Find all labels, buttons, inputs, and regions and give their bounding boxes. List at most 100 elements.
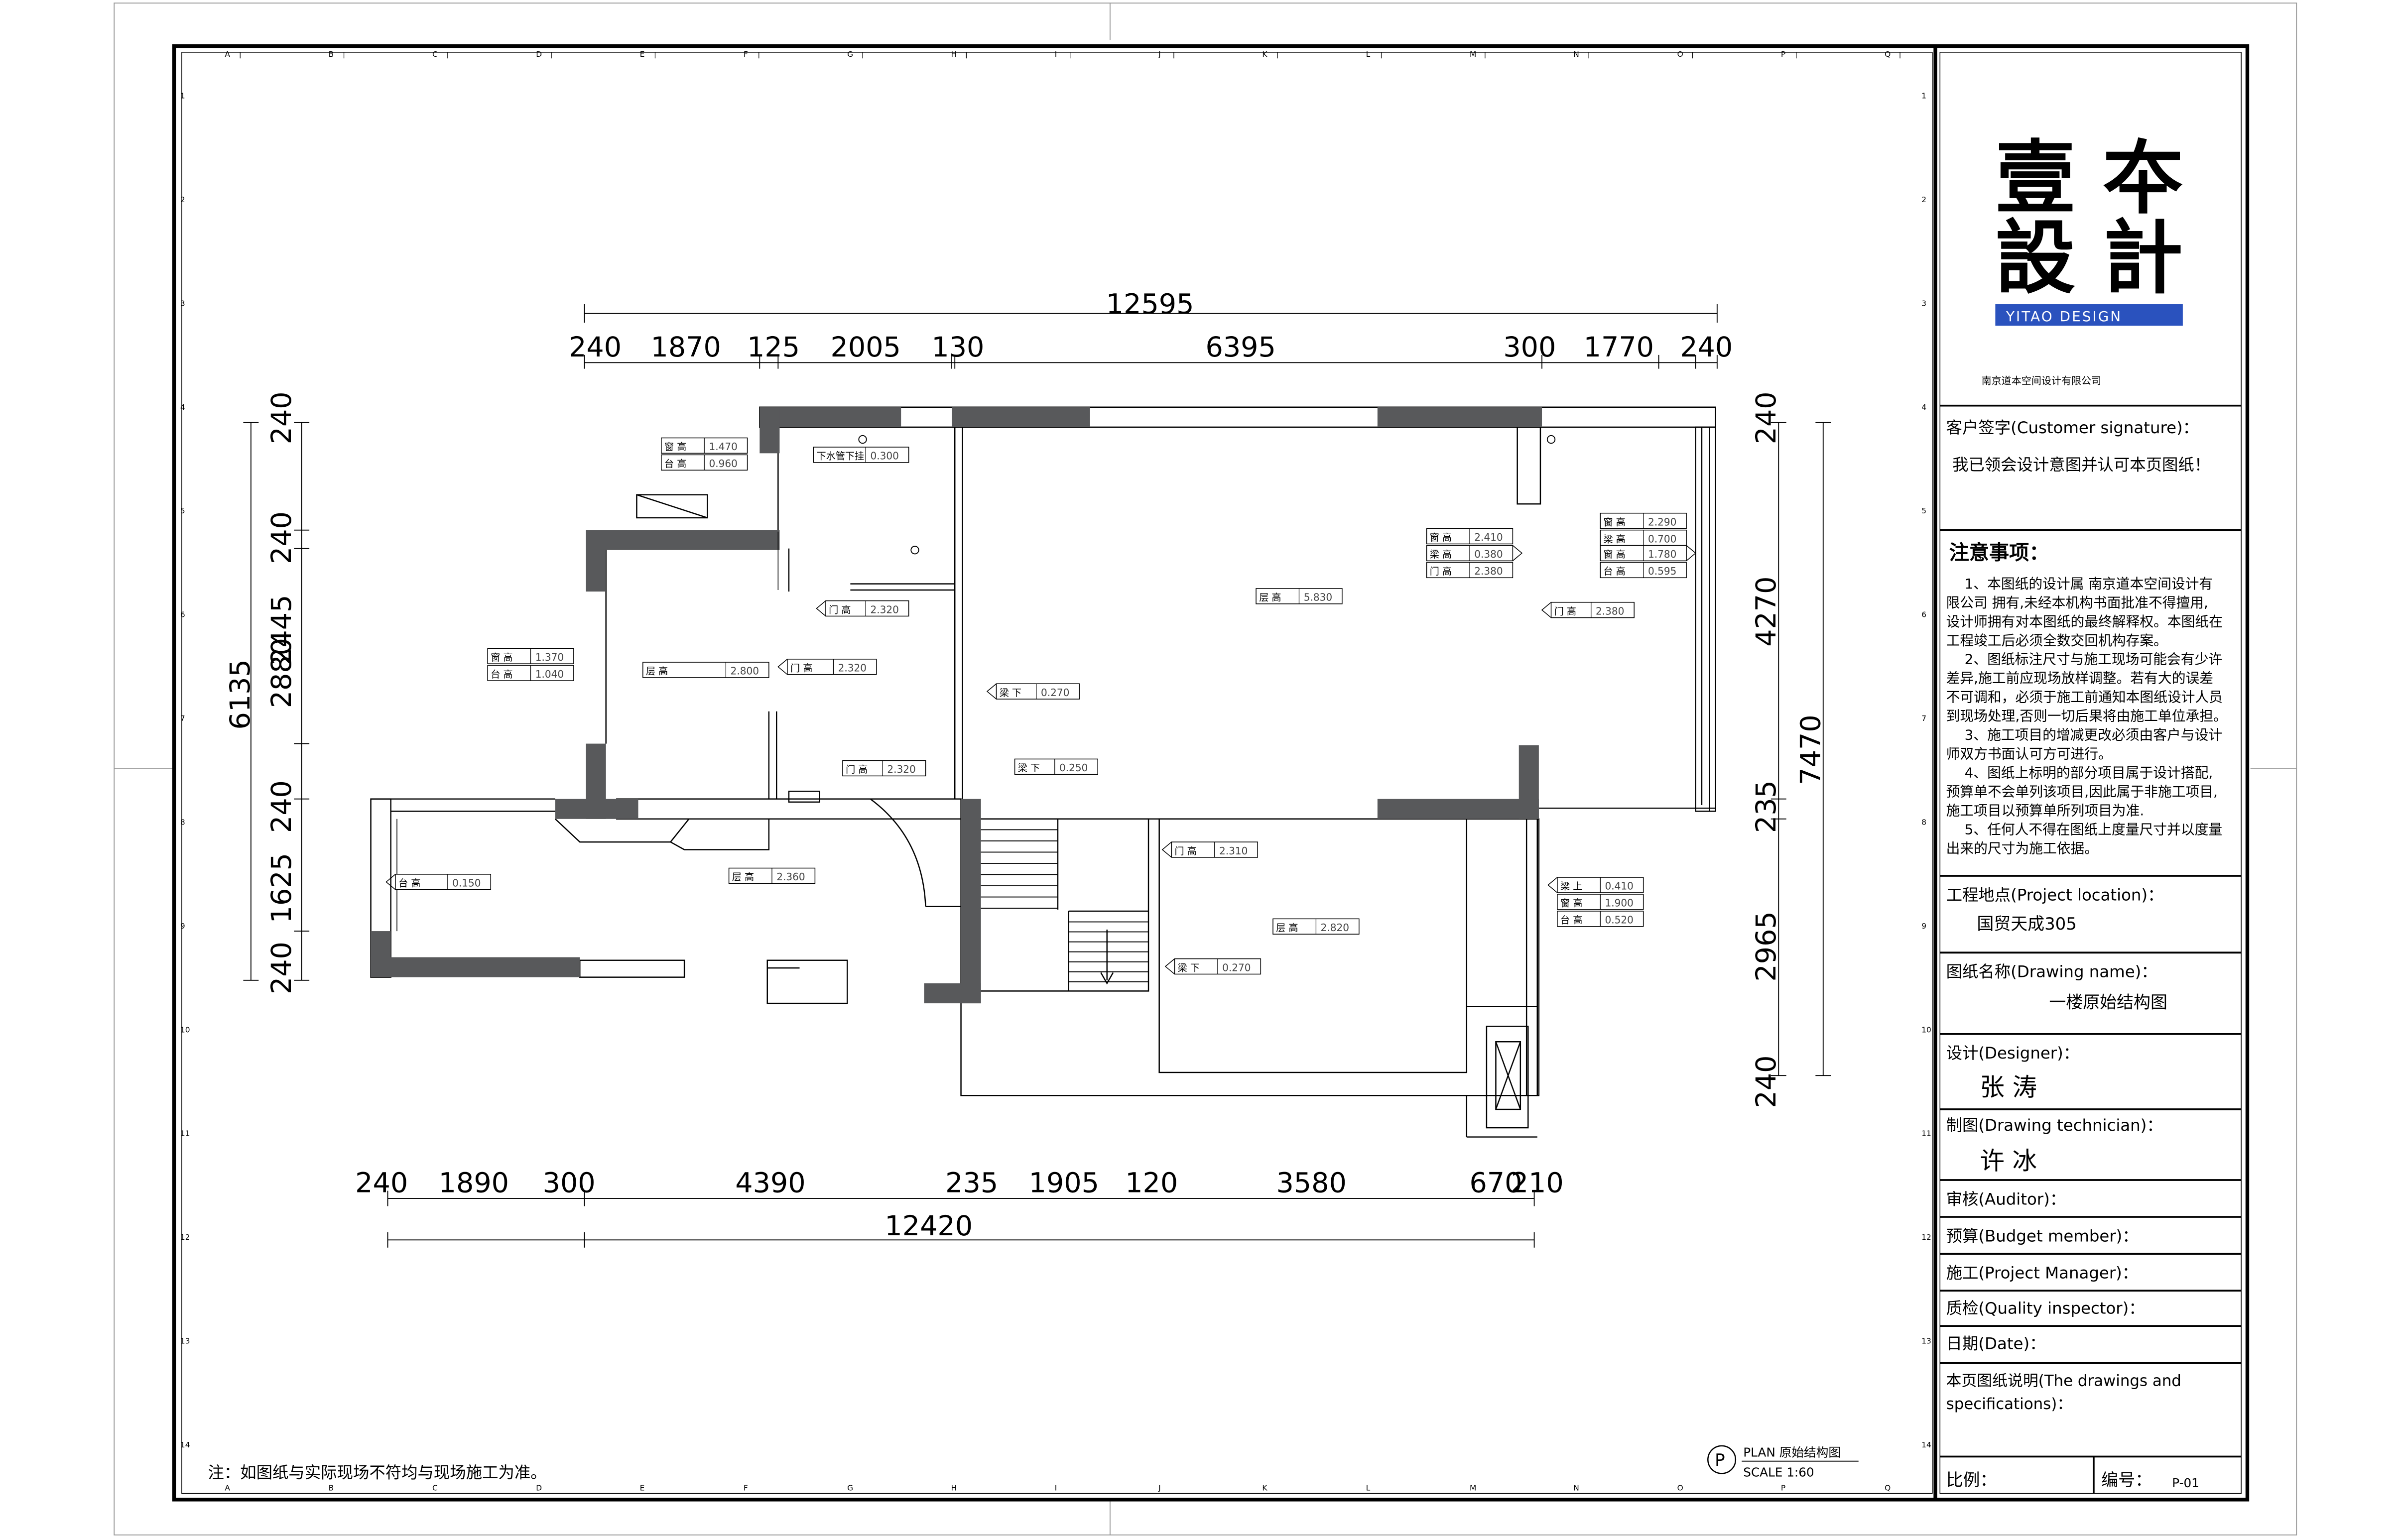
dimension-lines <box>243 304 1831 1248</box>
dimension-top-total: 12595 <box>1106 288 1194 321</box>
dimension-text: 240 <box>265 511 298 564</box>
customer-signature-text: 我已领会设计意图并认可本页图纸！ <box>1952 455 2210 474</box>
tag-arrow <box>816 600 826 617</box>
notes-line: 2、图纸标注尺寸与施工现场可能会有少许 <box>1965 651 2222 668</box>
tag-label: 门 高 <box>846 764 868 775</box>
spec-label-2: specifications)： <box>1946 1395 2072 1413</box>
dimension-text: 2880 <box>265 638 298 708</box>
notes-line: 工程竣工后必须全数交回机构存案。 <box>1946 632 2167 649</box>
light-fixture-icon <box>858 435 867 444</box>
designer-value: 张 涛 <box>1980 1072 2037 1101</box>
grid-row-label: 11 <box>180 1129 190 1138</box>
grid-col-label: C <box>432 50 438 59</box>
title-block: 壹 夲 設 計 YITAO DESIGN 南京道本空间设计有限公司 客户签字(C… <box>1940 132 2242 1494</box>
grid-row-label: 1 <box>1921 91 1926 100</box>
tag-box <box>787 659 877 675</box>
grid-row-label: 7 <box>180 714 185 723</box>
dimension-text: 240 <box>355 1167 408 1199</box>
drawing-name-label: 图纸名称(Drawing name)： <box>1946 962 2157 981</box>
grid-col-label: H <box>951 1483 957 1492</box>
notes-line: 限公司 拥有,未经本机构书面批准不得擅用, <box>1946 594 2208 611</box>
grid-col-label: B <box>329 50 334 59</box>
grid-col-label: B <box>329 1483 334 1492</box>
location-label: 工程地点(Project location)： <box>1946 885 2164 904</box>
plan-badge-circle <box>1707 1445 1737 1474</box>
dimension-text: 125 <box>747 331 800 363</box>
tag-label: 层 高 <box>646 666 668 677</box>
drawing-frame <box>172 44 2250 1502</box>
grid-col-label: A <box>225 1483 230 1492</box>
grid-row-label: 12 <box>1921 1233 1931 1242</box>
solid-wall <box>952 407 1090 427</box>
grid-col-label: O <box>1677 1483 1683 1492</box>
logo-line1: 壹 夲 <box>1995 132 2183 225</box>
grid-col-label: D <box>536 1483 542 1492</box>
dimension-text: 240 <box>1680 331 1733 363</box>
tag-label: 窗 高 <box>664 441 686 453</box>
grid-col-label: C <box>432 1483 438 1492</box>
tag-value: 0.300 <box>870 450 898 462</box>
tag-value: 1.040 <box>535 668 564 680</box>
tag-box <box>642 662 769 678</box>
tag-box <box>842 760 926 777</box>
tag-box <box>1550 601 1635 618</box>
customer-signature-label: 客户签字(Customer signature)： <box>1946 418 2199 437</box>
light-fixture-icon <box>1546 435 1556 444</box>
grid-row-label: 6 <box>180 610 185 619</box>
tag-arrow <box>1161 841 1172 858</box>
dimension-text: 240 <box>1750 391 1782 444</box>
designer-label: 设计(Designer)： <box>1946 1044 2080 1063</box>
tag-arrow <box>1512 545 1523 561</box>
logo-line2: 設 計 <box>1995 212 2183 305</box>
solid-wall <box>555 799 638 819</box>
tag-arrow <box>777 659 788 675</box>
grid-col-label: G <box>847 1483 853 1492</box>
wall-outline <box>1695 426 1716 812</box>
light-fixtures <box>858 435 1556 555</box>
tag-value: 0.150 <box>452 877 481 889</box>
tag-value: 0.960 <box>709 458 737 470</box>
grid-col-label: P <box>1781 50 1785 59</box>
drawing-name-value: 一楼原始结构图 <box>2049 992 2167 1012</box>
grid-col-label: H <box>951 50 957 59</box>
tag-label: 台 高 <box>1603 566 1625 577</box>
tag-label: 台 高 <box>664 458 686 470</box>
dimension-text: 6135 <box>224 659 256 729</box>
dimension-text: 2005 <box>831 331 901 363</box>
bay-window-ledge <box>555 818 770 850</box>
tag-label: 梁 高 <box>1430 549 1452 560</box>
tag-value: 2.820 <box>1321 922 1349 934</box>
tag-value: 0.270 <box>1222 961 1251 973</box>
dimension-left-total: 6135 <box>224 659 256 729</box>
grid-row-label: 4 <box>180 403 185 412</box>
tag-label: 门 高 <box>1174 845 1196 857</box>
tag-value: 2.290 <box>1648 516 1676 528</box>
elevation-tag: 台 高 0.150 <box>385 874 492 890</box>
solid-wall <box>1518 745 1539 819</box>
dimension-text: 120 <box>1125 1167 1178 1199</box>
dimension-text: 235 <box>1750 780 1782 833</box>
notes-line: 1、本图纸的设计属 南京道本空间设计有 <box>1965 576 2213 592</box>
grid-row-label: 12 <box>180 1233 190 1242</box>
grid-row-label: 3 <box>180 299 185 308</box>
tag-value: 0.270 <box>1041 687 1069 699</box>
spec-label-1: 本页图纸说明(The drawings and <box>1946 1372 2181 1390</box>
dimension-text: 240 <box>265 942 298 994</box>
budget-label: 预算(Budget member)： <box>1946 1226 2139 1245</box>
tag-label: 台 高 <box>398 878 420 889</box>
wall-outline <box>579 959 685 978</box>
grid-row-label: 5 <box>1921 506 1926 515</box>
solid-wall <box>1377 407 1542 427</box>
grid-col-label: J <box>1158 50 1161 59</box>
grid-col-label: F <box>744 1483 748 1492</box>
grid-col-label: Q <box>1885 50 1891 59</box>
